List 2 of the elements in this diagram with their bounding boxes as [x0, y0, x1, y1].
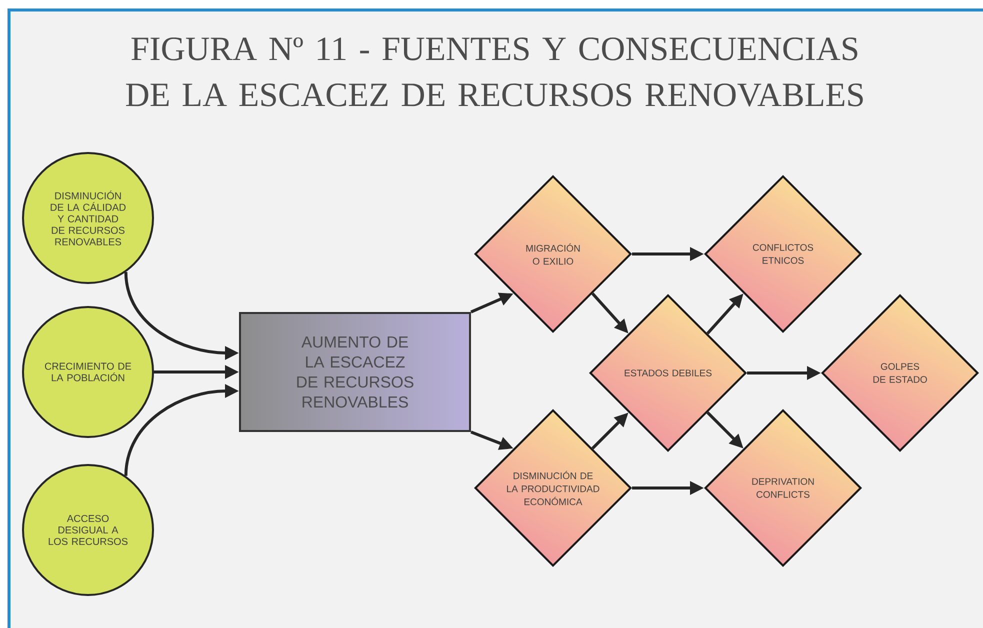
- title: FIGURA Nº 11 - FUENTES Y CONSECUENCIAS DE LA ESCACEZ DE RECURSOS RENOVABLES: [126, 37, 863, 107]
- central-box: AUMENTO DE LA ESCACEZ DE RECURSOS RENOVABLES: [239, 312, 471, 432]
